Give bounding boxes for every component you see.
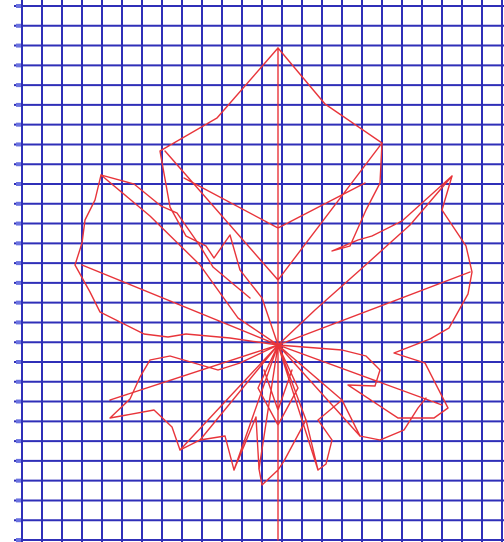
axis-tick-mark (16, 222, 21, 226)
axis-tick-mark (16, 360, 21, 364)
axis-tick-mark (16, 63, 21, 67)
axis-tick-mark (16, 479, 21, 483)
axis-tick-mark (16, 459, 21, 463)
axis-tick-mark (16, 301, 21, 305)
axis-tick-mark (16, 400, 21, 404)
axis-tick-mark (16, 439, 21, 443)
axis-tick-mark (16, 142, 21, 146)
axis-tick-mark (16, 162, 21, 166)
axis-tick-mark (16, 498, 21, 502)
axis-tick-mark (16, 44, 21, 48)
axis-tick-mark (16, 123, 21, 127)
axis-tick-mark (16, 24, 21, 28)
axis-tick-mark (16, 419, 21, 423)
axis-tick-mark (16, 340, 21, 344)
axis-tick-mark (16, 202, 21, 206)
axis-tick-mark (16, 103, 21, 107)
axis-tick-mark (16, 380, 21, 384)
axis-tick-mark (16, 281, 21, 285)
axis-tick-mark (16, 261, 21, 265)
axis-tick-mark (16, 83, 21, 87)
axis-tick-mark (16, 4, 21, 8)
axis-tick-mark (16, 538, 21, 542)
axis-tick-mark (16, 182, 21, 186)
axis-tick-mark (16, 518, 21, 522)
axis-tick-mark (16, 320, 21, 324)
axis-tick-mark (16, 241, 21, 245)
